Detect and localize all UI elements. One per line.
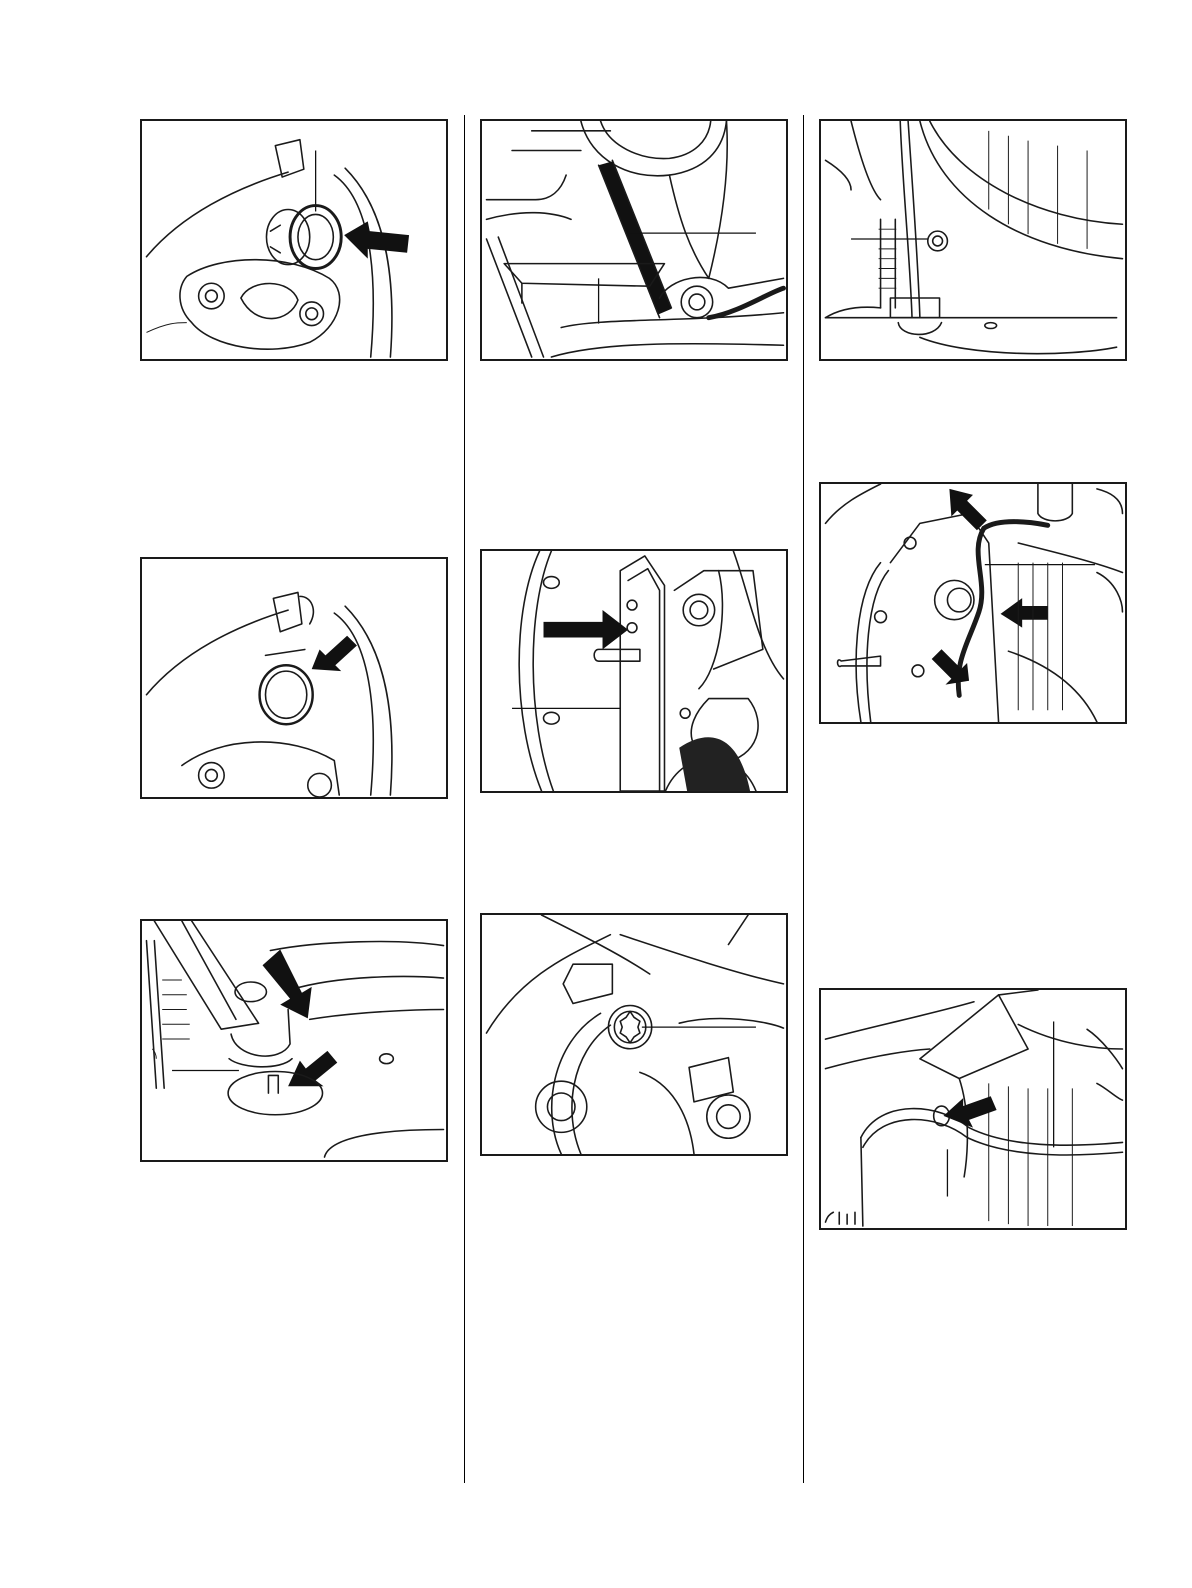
figure-bore-seat xyxy=(140,557,448,799)
grommet-push-arrow-icon xyxy=(142,121,446,359)
figure-drift-tool xyxy=(140,919,448,1162)
figure-grommet-push xyxy=(140,119,448,361)
figure-torx-screw xyxy=(480,913,788,1156)
column-divider-left xyxy=(464,115,465,1483)
torx-screw-icon xyxy=(482,915,786,1154)
drift-tool-install-icon xyxy=(142,921,446,1160)
figure-ground-screw xyxy=(819,119,1127,361)
figure-seal-ring xyxy=(819,988,1127,1230)
column-divider-right xyxy=(803,115,804,1483)
seal-ring-insert-icon xyxy=(821,990,1125,1228)
figure-wire-routing xyxy=(819,482,1127,724)
baffle-plate-icon xyxy=(482,121,786,359)
carburetor-gasket-arrow-icon xyxy=(482,551,786,791)
ground-screw-icon xyxy=(821,121,1125,359)
figure-baffle-plate xyxy=(480,119,788,361)
bore-seat-arrow-icon xyxy=(142,559,446,797)
wire-routing-arrows-icon xyxy=(821,484,1125,722)
figure-carburetor-gasket xyxy=(480,549,788,793)
